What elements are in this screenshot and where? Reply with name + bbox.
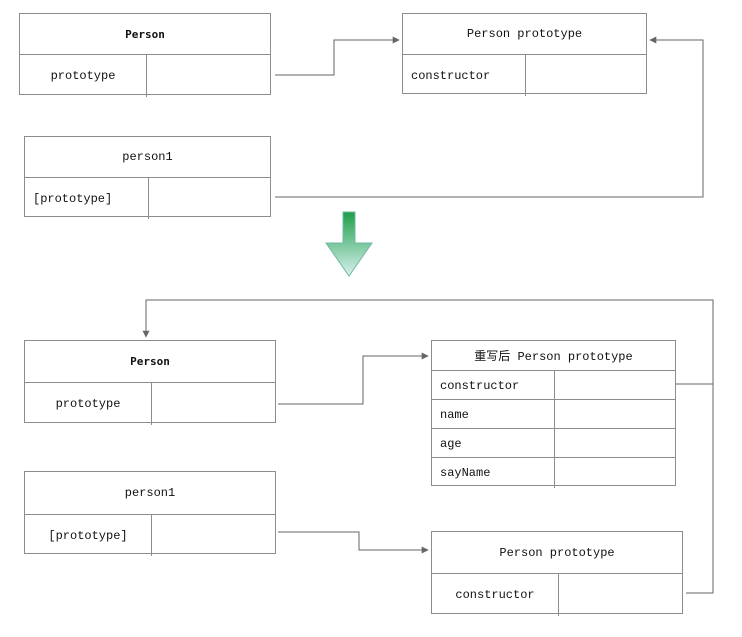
bottom-person1-prototype-value (151, 515, 275, 556)
rewritten-constructor-label: constructor (440, 378, 520, 393)
top-prototype-constructor-row: constructor (403, 54, 646, 96)
bottom-person-box: Person prototype (24, 340, 276, 425)
top-person-prototype-value (146, 55, 270, 97)
bottom-person-prototype-label: prototype (55, 397, 121, 411)
bottom-person1-to-old-prototype-connector (278, 531, 429, 554)
down-arrow-icon (325, 211, 373, 277)
bottom-person1-title: person1 (124, 486, 176, 500)
rewritten-age-label: age (440, 436, 462, 451)
top-person-prototype-box: Person prototype constructor (402, 13, 647, 96)
bottom-person-title-row: Person (25, 341, 275, 382)
old-prototype-constructor-to-person-connector (686, 384, 714, 594)
top-person1-prototype-value (148, 178, 270, 219)
old-prototype-constructor-label: constructor (455, 588, 535, 602)
rewritten-age-value (554, 429, 675, 458)
rewritten-name-row: name (432, 399, 675, 429)
rewritten-sayname-label: sayName (440, 466, 491, 480)
rewritten-title: 重写后 Person prototype (474, 350, 633, 364)
bottom-person-prototype-value (151, 383, 275, 425)
old-prototype-constructor-value (558, 574, 682, 616)
rewritten-title-row: 重写后 Person prototype (432, 341, 675, 370)
old-prototype-title-row: Person prototype (432, 532, 682, 573)
top-person-title-row: Person (20, 14, 270, 54)
bottom-person-title: Person (130, 355, 170, 368)
top-prototype-title: Person prototype (466, 27, 583, 41)
rewritten-age-row: age (432, 428, 675, 458)
top-prototype-title-row: Person prototype (403, 14, 646, 54)
top-person-box: Person prototype (19, 13, 271, 97)
rewritten-constructor-value (554, 371, 675, 400)
top-person-prototype-label: prototype (50, 69, 116, 83)
rewritten-sayname-row: sayName (432, 457, 675, 488)
bottom-person-to-rewritten-prototype-connector (278, 352, 429, 405)
rewritten-constructor-row: constructor (432, 370, 675, 400)
top-person-to-prototype-connector (275, 36, 400, 76)
top-person1-prototype-label: [prototype] (33, 191, 113, 206)
old-prototype-title: Person prototype (499, 545, 615, 560)
top-person-title: Person (125, 27, 165, 41)
top-person-prototype-row: prototype (20, 54, 270, 97)
top-prototype-constructor-value (525, 55, 646, 96)
rewritten-sayname-value (554, 458, 675, 488)
top-person1-prototype-row: [prototype] (25, 177, 270, 219)
bottom-person1-prototype-row: [prototype] (25, 514, 275, 556)
top-person1-box: person1 [prototype] (24, 136, 271, 219)
bottom-old-prototype-box: Person prototype constructor (431, 531, 683, 616)
bottom-person1-title-row: person1 (25, 472, 275, 514)
old-prototype-constructor-row: constructor (432, 573, 682, 616)
bottom-person1-box: person1 [prototype] (24, 471, 276, 556)
bottom-person1-prototype-label: [prototype] (48, 528, 128, 543)
rewritten-name-label: name (440, 407, 469, 422)
bottom-rewritten-prototype-box: 重写后 Person prototype constructor name ag… (431, 340, 676, 488)
rewritten-name-value (554, 400, 675, 429)
bottom-person-prototype-row: prototype (25, 382, 275, 425)
top-person1-title: person1 (122, 150, 173, 164)
top-person1-title-row: person1 (25, 137, 270, 177)
top-prototype-constructor-label: constructor (411, 68, 491, 83)
